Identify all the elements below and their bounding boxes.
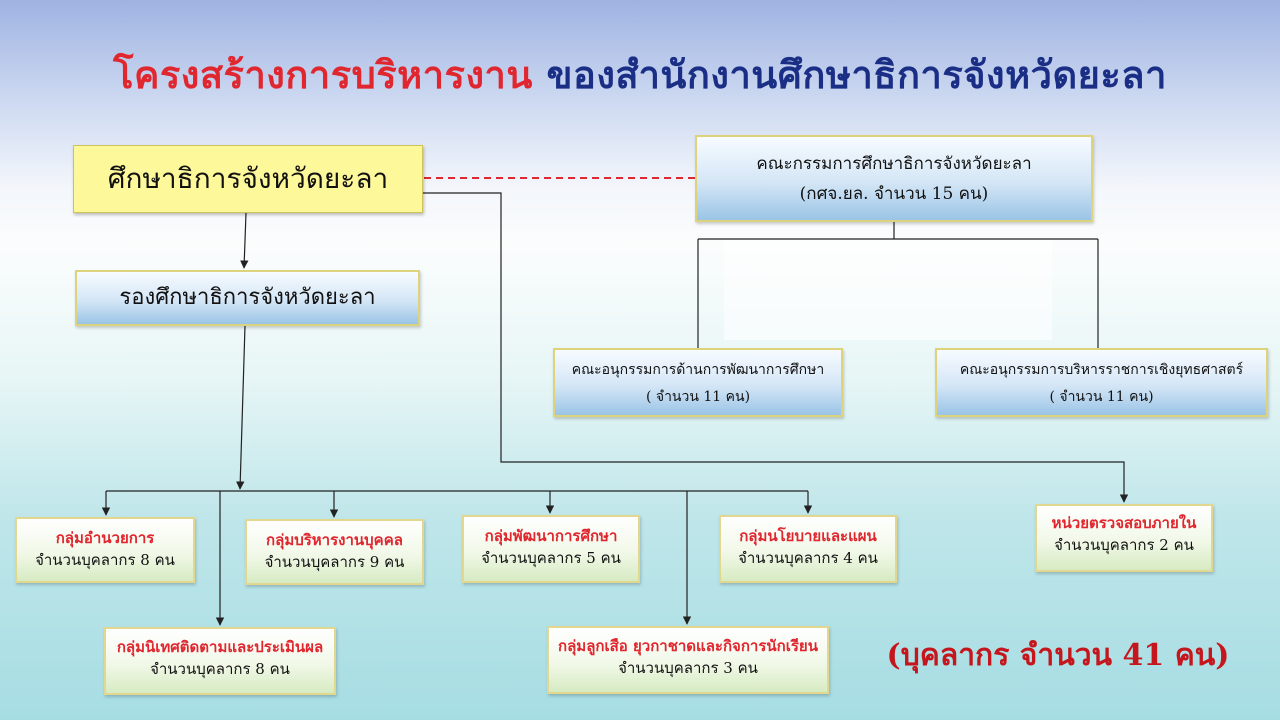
- node-internal-audit-unit: หน่วยตรวจสอบภายใน จำนวนบุคลากร 2 คน: [1035, 504, 1213, 572]
- title-part-office: ของสำนักงานศึกษาธิการจังหวัดยะลา: [532, 53, 1167, 97]
- node-group-scouts-student-affairs: กลุ่มลูกเสือ ยุวกาชาดและกิจการนักเรียน จ…: [547, 626, 829, 694]
- title-part-structure: โครงสร้างการบริหารงาน: [113, 53, 533, 97]
- group-personnel-count: จำนวนบุคลากร 9 คน: [264, 553, 405, 571]
- node-deputy-education-officer: รองศึกษาธิการจังหวัดยะลา: [75, 270, 420, 326]
- committee-name: คณะกรรมการศึกษาธิการจังหวัดยะลา: [756, 154, 1032, 174]
- subcommittee-strategic-name: คณะอนุกรรมการบริหารราชการเชิงยุทธศาสตร์: [959, 362, 1244, 378]
- group-administration-count: จำนวนบุคลากร 8 คน: [35, 551, 175, 569]
- arrow-deputy-down: [236, 325, 246, 490]
- group-policy-planning-name: กลุ่มนโยบายและแผน: [739, 527, 877, 545]
- node-group-personnel: กลุ่มบริหารงานบุคคล จำนวนบุคลากร 9 คน: [245, 519, 424, 585]
- node-group-supervision-evaluation: กลุ่มนิเทศติดตามและประเมินผล จำนวนบุคลาก…: [104, 627, 336, 695]
- node-group-administration: กลุ่มอำนวยการ จำนวนบุคลากร 8 คน: [15, 517, 195, 583]
- group-education-development-count: จำนวนบุคลากร 5 คน: [481, 549, 621, 567]
- node-provincial-education-officer-label: ศึกษาธิการจังหวัดยะลา: [107, 162, 389, 195]
- group-supervision-evaluation-name: กลุ่มนิเทศติดตามและประเมินผล: [116, 638, 324, 656]
- subcommittee-development-count: ( จำนวน 11 คน): [645, 389, 751, 405]
- node-group-policy-planning: กลุ่มนโยบายและแผน จำนวนบุคลากร 4 คน: [719, 515, 897, 583]
- node-deputy-education-officer-label: รองศึกษาธิการจังหวัดยะลา: [119, 285, 376, 310]
- group-policy-planning-count: จำนวนบุคลากร 4 คน: [738, 549, 878, 567]
- arrow-head-to-deputy: [240, 212, 249, 269]
- subcommittee-development-name: คณะอนุกรรมการด้านการพัฒนาการศึกษา: [571, 362, 825, 378]
- internal-audit-unit-count: จำนวนบุคลากร 2 คน: [1054, 536, 1194, 554]
- total-personnel: (บุคลากร จำนวน 41 คน): [886, 638, 1230, 673]
- background-highlight: [724, 240, 1052, 340]
- node-group-education-development: กลุ่มพัฒนาการศึกษา จำนวนบุคลากร 5 คน: [462, 515, 640, 583]
- group-administration-name: กลุ่มอำนวยการ: [55, 529, 155, 547]
- group-scouts-student-affairs-count: จำนวนบุคลากร 3 คน: [618, 659, 758, 677]
- group-education-development-name: กลุ่มพัฒนาการศึกษา: [484, 527, 618, 545]
- arrow-head-to-audit: [423, 192, 1129, 503]
- node-provincial-committee: คณะกรรมการศึกษาธิการจังหวัดยะลา (กศจ.ยล.…: [695, 135, 1093, 222]
- node-subcommittee-strategic: คณะอนุกรรมการบริหารราชการเชิงยุทธศาสตร์ …: [935, 348, 1268, 417]
- node-provincial-education-officer: ศึกษาธิการจังหวัดยะลา: [73, 145, 423, 213]
- group-supervision-evaluation-count: จำนวนบุคลากร 8 คน: [150, 660, 290, 678]
- internal-audit-unit-name: หน่วยตรวจสอบภายใน: [1051, 514, 1197, 532]
- committee-count: (กศจ.ยล. จำนวน 15 คน): [799, 184, 989, 204]
- subcommittee-strategic-count: ( จำนวน 11 คน): [1049, 389, 1154, 405]
- group-personnel-name: กลุ่มบริหารงานบุคคล: [266, 531, 403, 549]
- node-subcommittee-development: คณะอนุกรรมการด้านการพัฒนาการศึกษา ( จำนว…: [553, 348, 843, 417]
- group-scouts-student-affairs-name: กลุ่มลูกเสือ ยุวกาชาดและกิจการนักเรียน: [558, 637, 818, 655]
- page-title: โครงสร้างการบริหารงาน ของสำนักงานศึกษาธิ…: [0, 44, 1280, 105]
